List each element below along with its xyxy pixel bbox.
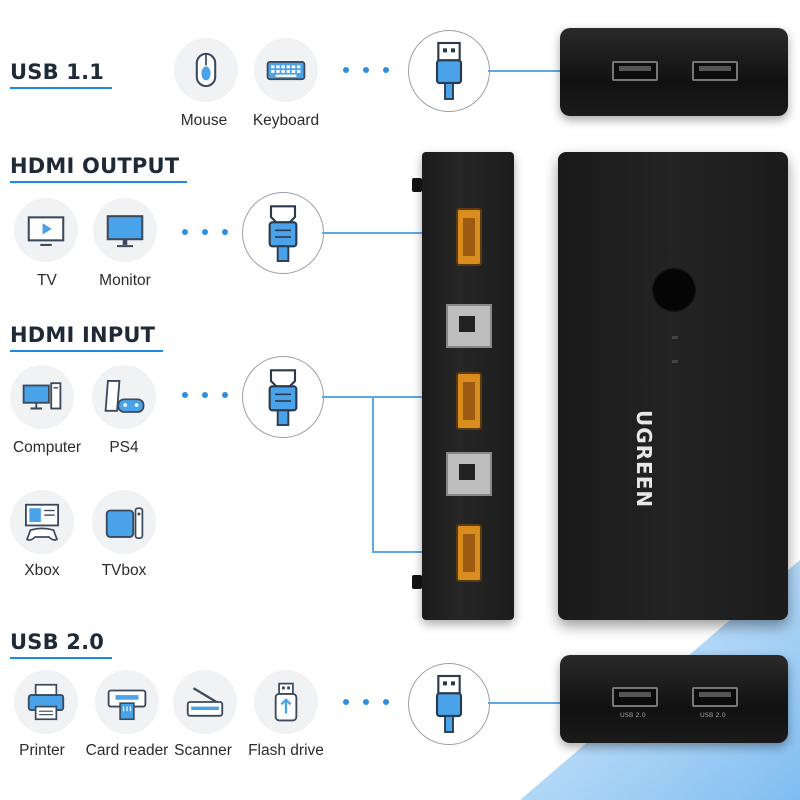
usb-port <box>612 687 658 707</box>
usb-a-cable-icon <box>408 30 490 112</box>
connector-dots <box>182 229 228 235</box>
switch-bottom-view: USB 2.0 USB 2.0 <box>560 655 788 743</box>
switch-top-view <box>560 28 788 116</box>
connector-dots <box>182 392 228 398</box>
xbox-icon <box>10 490 74 554</box>
card-reader-icon <box>95 670 159 734</box>
connector-line <box>322 232 458 234</box>
side-tab <box>412 575 422 589</box>
monitor-icon <box>93 198 157 262</box>
device-label-monitor: Monitor <box>99 272 151 289</box>
indicator-led <box>672 336 678 339</box>
usb-port <box>692 61 738 81</box>
section-title-hdmi-output: HDMI OUTPUT <box>10 154 188 183</box>
connector-line <box>372 396 374 552</box>
switch-side-panel <box>422 152 514 620</box>
switch-main-body <box>558 152 788 620</box>
connector-dots <box>343 67 389 73</box>
device-label-xbox: Xbox <box>24 562 60 579</box>
device-label-keyboard: Keyboard <box>252 112 320 129</box>
hdmi-cable-icon <box>242 192 324 274</box>
device-label-flash-drive: Flash drive <box>248 742 324 759</box>
indicator-led <box>672 360 678 363</box>
device-label-card-reader: Card reader <box>85 742 169 759</box>
usb-port <box>612 61 658 81</box>
device-label-computer: Computer <box>12 439 82 456</box>
mouse-icon <box>174 38 238 102</box>
device-label-printer: Printer <box>19 742 65 759</box>
side-tab <box>412 178 422 192</box>
device-label-tvbox: TVbox <box>101 562 147 579</box>
device-label-scanner: Scanner <box>174 742 232 759</box>
section-title-usb11: USB 1.1 <box>10 60 113 89</box>
brand-logo: UGREEN <box>632 410 656 509</box>
usb-b-port <box>446 304 492 348</box>
connector-line <box>488 702 598 704</box>
port-label: USB 2.0 <box>700 711 726 719</box>
connector-line <box>488 70 598 72</box>
usb-port <box>692 687 738 707</box>
device-label-tv: TV <box>37 272 57 289</box>
ps4-icon <box>92 365 156 429</box>
connector-dots <box>343 699 389 705</box>
device-label-mouse: Mouse <box>180 112 228 129</box>
scanner-icon <box>173 670 237 734</box>
computer-icon <box>10 365 74 429</box>
usb-a-cable-icon <box>408 663 490 745</box>
switch-button[interactable] <box>652 268 696 312</box>
hdmi-input-port <box>456 372 482 430</box>
hdmi-input-port <box>456 524 482 582</box>
connector-line <box>372 551 458 553</box>
tvbox-icon <box>92 490 156 554</box>
hdmi-output-port <box>456 208 482 266</box>
section-title-hdmi-input: HDMI INPUT <box>10 323 164 352</box>
hdmi-cable-icon <box>242 356 324 438</box>
tv-icon <box>14 198 78 262</box>
flash-drive-icon <box>254 670 318 734</box>
keyboard-icon <box>254 38 318 102</box>
port-label: USB 2.0 <box>620 711 646 719</box>
usb-b-port <box>446 452 492 496</box>
section-title-usb20: USB 2.0 <box>10 630 113 659</box>
printer-icon <box>14 670 78 734</box>
device-label-ps4: PS4 <box>109 439 139 456</box>
connector-line <box>322 396 458 398</box>
